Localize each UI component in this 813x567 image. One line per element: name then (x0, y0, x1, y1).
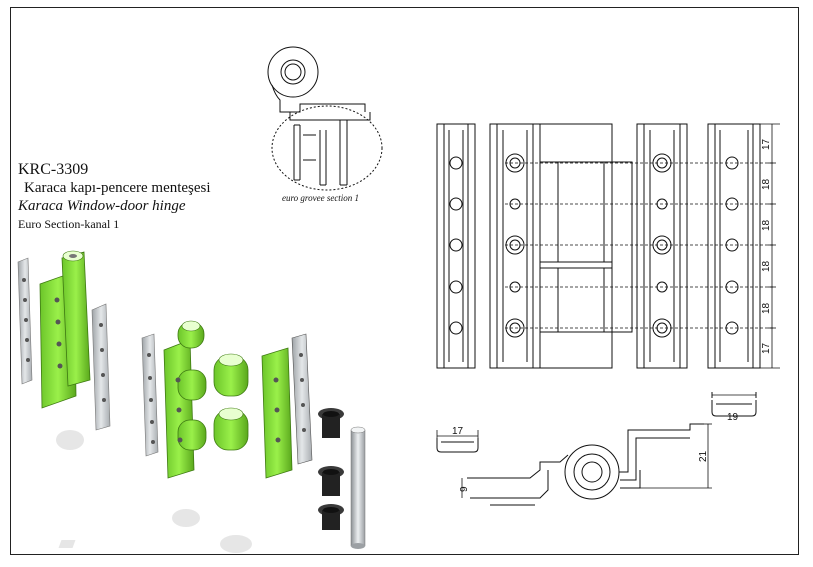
sheet-border (10, 7, 799, 555)
product-name-tr: Karaca kapı-pencere menteşesi (24, 180, 211, 197)
hinge-pin-render (350, 426, 366, 549)
dim-width-top: 19 (727, 412, 739, 423)
product-name-en: Karaca Window-door hinge (18, 198, 186, 215)
front-elevation-drawing (436, 123, 761, 369)
hinge-assembled-render (17, 250, 111, 431)
hinge-exploded-render (141, 320, 313, 479)
vertical-dimension-chain (760, 123, 780, 369)
mounting-holes (449, 153, 739, 338)
dim-17-top: 17 (761, 138, 772, 150)
product-section: Euro Section-kanal 1 (18, 217, 120, 232)
product-code: KRC-3309 (18, 161, 89, 178)
center-lines (505, 162, 775, 329)
dim-18-a: 18 (761, 178, 772, 190)
dim-offset: 9 (459, 486, 470, 492)
dim-18-d: 18 (761, 302, 772, 314)
bushings-render (318, 408, 344, 530)
dim-17-bottom: 17 (761, 342, 772, 354)
dim-width-left: 17 (452, 426, 464, 437)
floor-reflection (56, 430, 252, 553)
exploded-screw-holes (147, 353, 306, 444)
title-block: KRC-3309 Karaca kapı-pencere menteşesi K… (18, 160, 211, 232)
plan-dimensions (436, 394, 756, 498)
hinge-screw-holes (22, 278, 106, 402)
section-caption: euro grovee section 1 (282, 193, 360, 203)
dim-18-c: 18 (761, 260, 772, 272)
dim-height-right: 21 (698, 450, 709, 462)
euro-groove-section-drawing (267, 46, 383, 191)
dim-18-b: 18 (761, 219, 772, 231)
